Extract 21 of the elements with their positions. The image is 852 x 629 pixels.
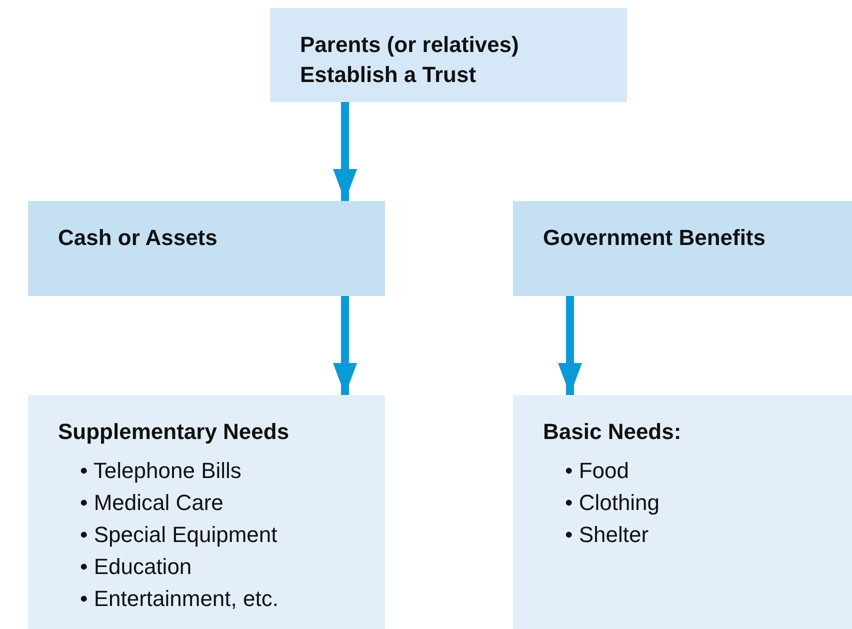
heading: Government Benefits (543, 224, 766, 252)
list-item: • Special Equipment (80, 521, 278, 549)
arrow (558, 296, 582, 395)
text-box (28, 201, 385, 296)
list-item: • Entertainment, etc. (80, 585, 280, 613)
heading: Cash or Assets (58, 224, 218, 252)
heading: Basic Needs: (543, 418, 682, 446)
text-box (28, 395, 385, 629)
arrow (333, 102, 357, 201)
list-item: • Medical Care (80, 489, 224, 517)
heading: Parents (or relatives) Establish a Trust (300, 31, 520, 89)
list-item: • Clothing (565, 489, 661, 517)
text-box (513, 395, 852, 629)
list-item: • Telephone Bills (80, 457, 242, 485)
text-box (513, 201, 852, 296)
heading: Supplementary Needs (58, 418, 290, 446)
text-box (270, 8, 627, 102)
list-item: • Shelter (565, 521, 650, 549)
arrow (333, 296, 357, 395)
list-item: • Education (80, 553, 193, 581)
list-item: • Food (565, 457, 630, 485)
